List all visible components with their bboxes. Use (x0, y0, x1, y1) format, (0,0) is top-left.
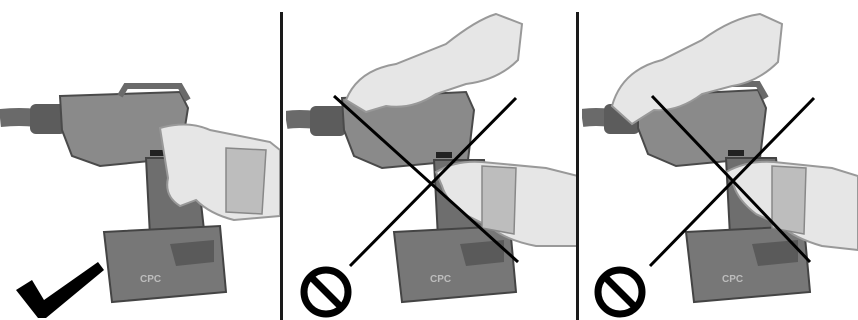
battery-pack: CPC (394, 226, 516, 302)
panel-incorrect-grip-1: CPC (286, 0, 578, 320)
battery-brand-label: CPC (430, 274, 451, 285)
battery-pack: CPC (686, 226, 810, 302)
check-mark-icon (16, 262, 104, 318)
incorrect-grip-illustration-2: CPC (582, 0, 858, 320)
correct-grip-illustration: CPC (0, 0, 280, 320)
prohibited-icon (598, 270, 642, 314)
incorrect-grip-illustration-1: CPC (286, 0, 578, 320)
tool-nose (310, 106, 346, 136)
glove-cuff (772, 166, 806, 234)
battery-brand-label: CPC (140, 274, 161, 285)
tool-vent (436, 152, 452, 158)
tool-vent (728, 150, 744, 156)
prohibited-icon (304, 270, 348, 314)
panel-incorrect-grip-2: CPC (582, 0, 858, 320)
battery-brand-label: CPC (722, 274, 743, 285)
glove-cuff (226, 148, 266, 214)
panel-divider (576, 12, 579, 320)
panel-correct-grip: CPC (0, 0, 280, 320)
panel-divider (280, 12, 283, 320)
glove-cuff (482, 166, 516, 234)
battery-pack: CPC (104, 226, 226, 302)
